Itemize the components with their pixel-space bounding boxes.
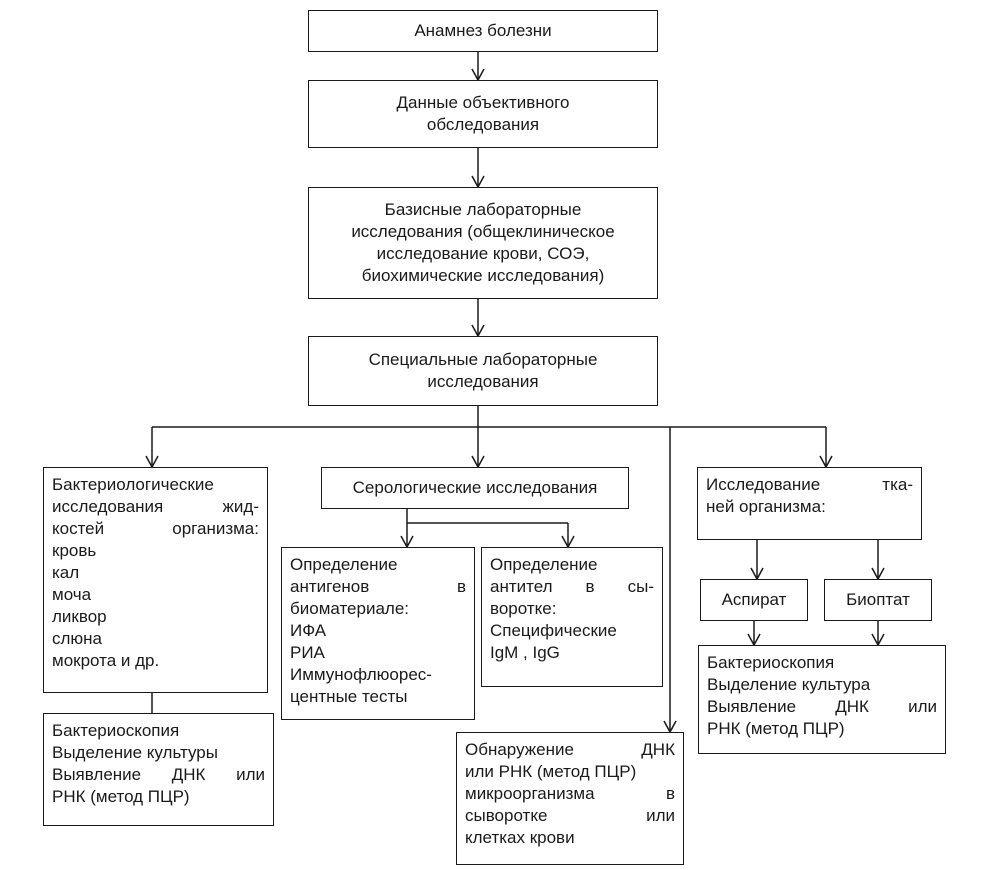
box-text-line: или РНК (метод ПЦР) <box>465 762 637 781</box>
box-text-line: Анамнез болезни <box>414 21 552 40</box>
box-text-line: ликвор <box>52 607 107 626</box>
box-text-line: центные тесты <box>290 687 408 706</box>
box-text-line: РИА <box>290 643 325 662</box>
box-text-line: Базисные лабораторные <box>384 200 582 219</box>
box-text-line: воротке: <box>490 599 557 618</box>
box-special-lab-tests-text: Специальные лабораторные исследования <box>369 349 598 393</box>
box-anamnesis: Анамнез болезни <box>308 10 658 52</box>
box-text-line: исследования <box>427 372 539 391</box>
box-text-line: кровь <box>52 541 97 560</box>
box-aspirate: Аспират <box>700 579 808 621</box>
box-text-line: Бактериоскопия <box>52 721 180 740</box>
box-text-line: Серологические исследования <box>352 478 598 497</box>
box-biopsy: Биоптат <box>824 579 932 621</box>
box-text-line: клетках крови <box>465 828 575 847</box>
box-text-line: Бактериологические <box>52 475 214 494</box>
box-text-line: исследование крови, СОЭ, <box>376 244 590 263</box>
box-basic-lab-tests-text: Базисные лабораторные исследования (общек… <box>351 199 614 287</box>
box-text-line: Специальные лабораторные <box>368 350 598 369</box>
box-text-line: РНК (метод ПЦР) <box>52 787 190 806</box>
box-text-line: Иммунофлюорес- <box>290 665 432 684</box>
box-objective-examination: Данные объективного обследования <box>308 80 658 148</box>
box-anamnesis-text: Анамнез болезни <box>414 20 551 42</box>
box-basic-lab-tests: Базисные лабораторные исследования (общек… <box>308 187 658 299</box>
box-text-line: Определение <box>490 555 598 574</box>
box-text-line: Биоптат <box>846 590 910 609</box>
box-biopsy-text: Биоптат <box>846 589 910 611</box>
box-text-line: Выделение культура <box>707 675 871 694</box>
box-special-lab-tests: Специальные лабораторные исследования <box>308 336 658 406</box>
box-objective-examination-text: Данные объективного обследования <box>397 92 570 136</box>
box-text-line: исследования (общеклиническое <box>351 222 615 241</box>
box-text-line: Определение <box>290 555 398 574</box>
box-text-line: слюна <box>52 629 103 648</box>
box-text-line: моча <box>52 585 92 604</box>
box-text-line: Специфические <box>490 621 617 640</box>
box-text-line: Аспират <box>721 590 787 609</box>
box-serological-tests-text: Серологические исследования <box>353 477 598 499</box>
box-text-line: мокрота и др. <box>52 651 160 670</box>
box-text-line: ИФА <box>290 621 327 640</box>
box-text-line: IgM , IgG <box>490 643 560 662</box>
box-serological-tests: Серологические исследования <box>321 467 629 509</box>
box-text-line: биохимические исследования) <box>361 266 605 285</box>
box-text-line: обследования <box>426 115 540 134</box>
box-text-line: РНК (метод ПЦР) <box>707 719 845 738</box>
box-aspirate-text: Аспират <box>722 589 787 611</box>
box-text-line: биоматериале: <box>290 599 410 618</box>
box-text-line: Данные объективного <box>396 93 570 112</box>
box-text-line: Выделение культуры <box>52 743 218 762</box>
box-text-line: кал <box>52 563 80 582</box>
box-text-line: ней организма: <box>706 497 826 516</box>
box-text-line: Бактериоскопия <box>707 653 835 672</box>
